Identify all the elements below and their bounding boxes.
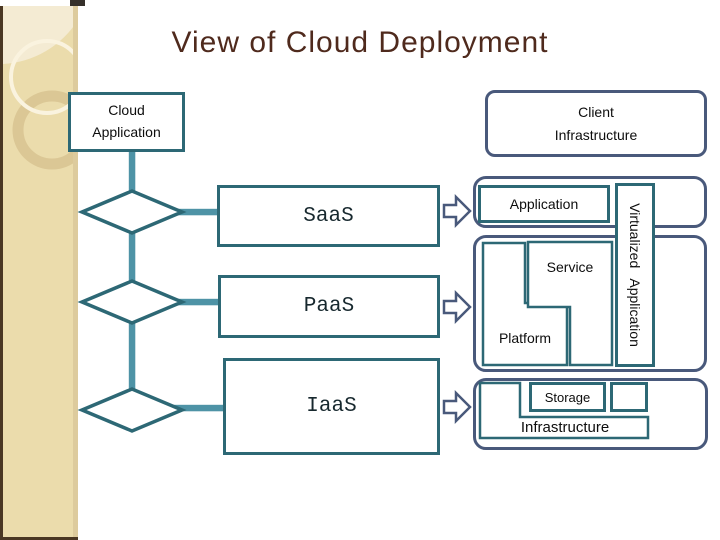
decision-diamond-3: [77, 387, 187, 433]
infrastructure-section: [473, 378, 708, 450]
application-label: Application: [509, 196, 579, 212]
strip-right-edge: [73, 6, 78, 540]
slide-title: View of Cloud Deployment: [171, 26, 549, 59]
flow-arrow-3: [442, 389, 472, 425]
service-label: Service: [546, 259, 594, 275]
top-corner-mark: [70, 0, 85, 6]
strip-ring: [12, 90, 78, 170]
client-infrastructure-line1: Client: [578, 104, 614, 121]
side-strip-decoration: [3, 6, 78, 540]
storage-box: Storage: [529, 382, 606, 412]
platform-label: Platform: [498, 330, 552, 346]
strip-bottom-line: [3, 537, 78, 540]
saas-label: SaaS: [303, 204, 354, 228]
application-box: Application: [478, 185, 610, 223]
flow-arrow-1: [442, 193, 472, 229]
decorative-side-strip: [3, 6, 78, 540]
infrastructure-label: Infrastructure: [520, 419, 610, 436]
flow-arrow-2: [442, 289, 472, 325]
paas-label: PaaS: [303, 295, 355, 318]
connector-line-vertical: [128, 150, 136, 410]
connector-line-row2: [150, 298, 218, 306]
saas-box: SaaS: [217, 185, 440, 247]
left-edge-line: [0, 6, 3, 540]
platform-service-section: [473, 235, 707, 372]
iaas-label: IaaS: [306, 395, 357, 418]
connector-line-row1: [150, 208, 217, 216]
strip-circle: [9, 39, 78, 115]
cloud-application-box: Cloud Application: [68, 92, 185, 152]
client-infrastructure-box: Client Infrastructure: [485, 90, 707, 157]
client-infrastructure-line2: Infrastructure: [554, 126, 638, 143]
connector-line-row3: [150, 404, 223, 412]
cloud-application-line1: Cloud: [108, 102, 145, 119]
iaas-box: IaaS: [223, 358, 440, 455]
strip-light-area: [3, 6, 78, 64]
virtualized-application-strip: Virtualized Application: [615, 183, 655, 367]
application-section: [473, 176, 707, 228]
decision-diamond-1: [77, 189, 187, 235]
virtualized-application-label: Virtualized Application: [627, 203, 643, 347]
unlabeled-stack-box: [610, 382, 648, 412]
storage-label: Storage: [544, 389, 591, 405]
decision-diamond-2: [77, 279, 187, 325]
cloud-application-line2: Application: [92, 124, 161, 140]
paas-box: PaaS: [218, 275, 440, 338]
